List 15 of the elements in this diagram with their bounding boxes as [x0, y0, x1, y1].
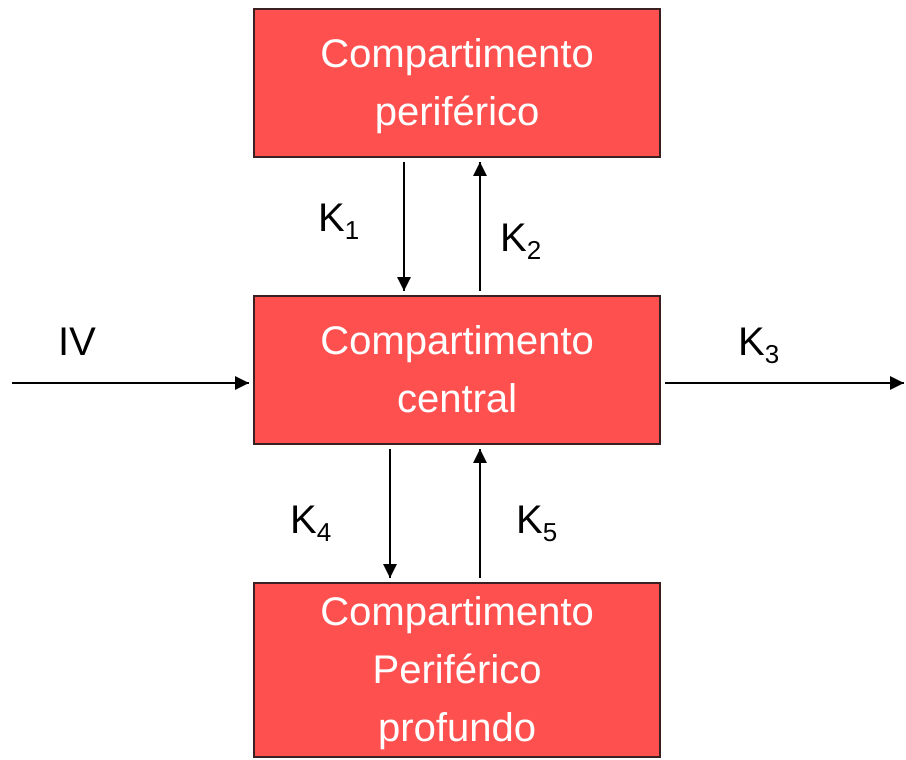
- rate-constant-label: K$_{3}$: [738, 322, 780, 367]
- arrow: [473, 449, 487, 578]
- arrow: [12, 376, 249, 390]
- rate-constant-label: K$_{5}$: [516, 500, 558, 545]
- compartment-box: Compartimento periférico: [253, 8, 661, 158]
- arrow: [665, 376, 904, 390]
- arrow: [397, 162, 411, 291]
- rate-constant-label: K$_{2}$: [500, 218, 542, 263]
- compartment-box: Compartimento central: [253, 295, 661, 445]
- compartment-box: Compartimento Periférico profundo: [253, 582, 661, 758]
- rate-constant-label: IV: [58, 322, 96, 362]
- rate-constant-label: K$_{1}$: [318, 198, 360, 243]
- arrow: [383, 449, 397, 578]
- rate-constant-label: K$_{4}$: [290, 500, 332, 545]
- arrow: [473, 162, 487, 291]
